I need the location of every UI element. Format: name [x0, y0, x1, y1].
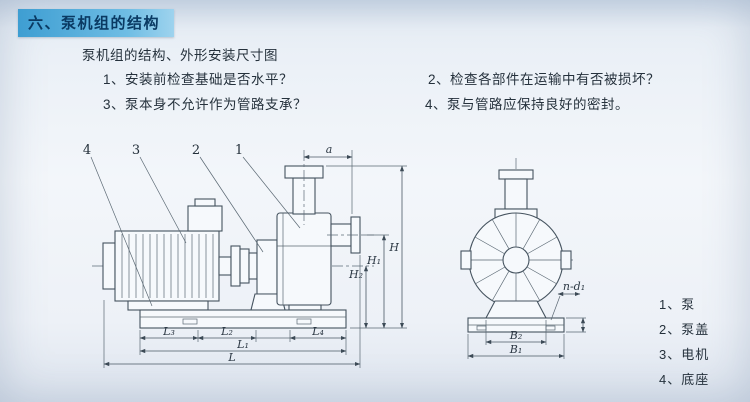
front-pedestal [485, 300, 547, 319]
front-baseplate [467, 317, 565, 333]
legend-item-pump: 1、泵 [659, 297, 696, 312]
front-discharge [494, 169, 538, 220]
pump-side-view: 4 3 2 1 a H H₁ H₂ [83, 143, 407, 368]
callout-1: 1 [235, 143, 243, 158]
motor [102, 198, 223, 311]
dim-label-l4: L₄ [311, 325, 324, 338]
note-4: 4、泵与管路应保持良好的密封。 [425, 97, 630, 112]
callout-4: 4 [83, 143, 91, 158]
front-casing [460, 212, 572, 308]
parts-legend: 1、泵 2、泵盖 3、电机 4、底座 [659, 292, 709, 392]
motor-foot [127, 300, 209, 311]
dim-label-b2: B₂ [509, 329, 523, 342]
page-subtitle: 泵机组的结构、外形安装尺寸图 [82, 48, 278, 63]
dim-a: a [303, 143, 353, 214]
callout-3: 3 [132, 143, 140, 158]
callout-2: 2 [192, 143, 200, 158]
dim-label-l: L [227, 351, 235, 364]
dim-label-b1: B₁ [509, 343, 523, 356]
dim-heights: H H₁ H₂ [326, 165, 407, 329]
pump-foot [288, 304, 322, 311]
dim-label-l1: L₁ [236, 338, 249, 351]
dim-label-nd1: n-d₁ [563, 280, 585, 293]
suction-flange [327, 216, 374, 254]
dim-label-h1: H₁ [366, 254, 381, 267]
baseplate [139, 309, 347, 329]
coupling [218, 245, 258, 287]
legend-item-motor: 3、电机 [659, 347, 710, 362]
dim-widths: B₂ B₁ [467, 320, 565, 359]
note-3: 3、泵本身不允许作为管路支承？ [103, 97, 308, 112]
note-1: 1、安装前检查基础是否水平？ [103, 72, 294, 87]
discharge-flange [284, 150, 324, 225]
legend-item-pump-cover: 2、泵盖 [659, 322, 710, 337]
section-title: 六、泵机组的结构 [18, 9, 175, 37]
part-callouts: 4 3 2 1 [83, 143, 301, 307]
legend-item-base: 4、底座 [659, 372, 710, 387]
dim-label-l3: L₃ [162, 325, 175, 338]
dim-label-a: a [326, 143, 333, 156]
dim-lengths: L₃ L₂ L₄ L₁ L [103, 255, 361, 368]
dim-label-h: H [388, 241, 399, 254]
dim-label-h2: H₂ [348, 268, 363, 281]
dim-nd1: n-d₁ [550, 280, 585, 321]
note-2: 2、检查各部件在运输中有否被损坏？ [428, 72, 661, 87]
dim-label-l2: L₂ [220, 325, 233, 338]
terminal-box [187, 205, 223, 232]
pump-front-view: n-d₁ B₂ B₁ [460, 158, 586, 359]
pump-casing [276, 212, 332, 311]
dim-base-thickness [566, 317, 586, 333]
